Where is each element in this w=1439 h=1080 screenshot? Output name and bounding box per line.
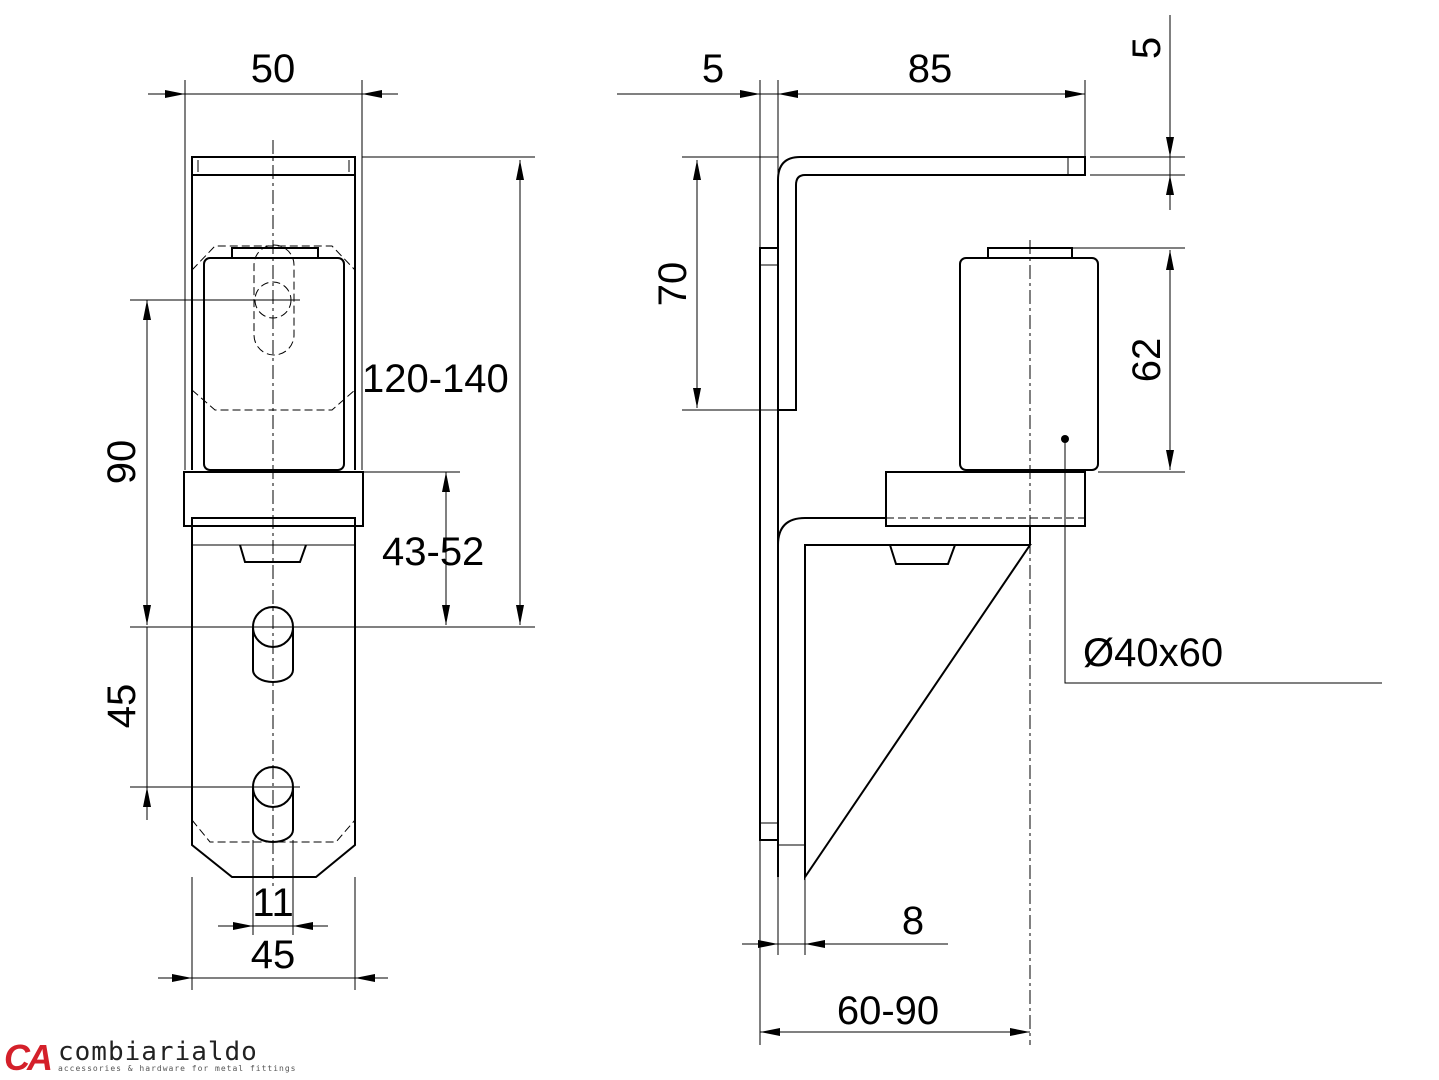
dim-width-bottom: 45 [251, 933, 296, 977]
brand-logo: CA combiarialdo accessories & hardware f… [4, 1037, 297, 1078]
logo-name: combiarialdo [58, 1037, 258, 1067]
dim-plate-thickness: 5 [702, 47, 724, 91]
dim-arm-length: 85 [908, 47, 953, 91]
dim-roller-height: 62 [1125, 338, 1169, 383]
dim-offset-range: 60-90 [837, 989, 939, 1033]
side-view [759, 156, 1099, 1045]
dim-hole-spacing-lower: 45 [100, 684, 144, 729]
dim-height: 120-140 [362, 357, 509, 401]
logo-tagline: accessories & hardware for metal fitting… [58, 1064, 297, 1073]
side-dimension-lines: 5 85 5 70 62 Ø40x60 8 60-90 [617, 15, 1382, 1045]
dim-width-top: 50 [251, 47, 296, 91]
dim-top-thickness: 5 [1125, 37, 1169, 59]
dim-slot-width: 11 [252, 881, 294, 925]
dim-bottom-thickness: 8 [902, 899, 924, 943]
dim-hole-spacing-upper: 90 [100, 440, 144, 485]
front-view [183, 140, 364, 890]
dim-arm-height: 70 [651, 262, 695, 307]
dim-collar-range: 43-52 [382, 530, 484, 574]
logo-mark: CA [4, 1037, 53, 1078]
front-dimension-lines: 50 120-140 90 43-52 45 11 45 [100, 47, 535, 990]
dim-roller-size: Ø40x60 [1083, 631, 1223, 675]
